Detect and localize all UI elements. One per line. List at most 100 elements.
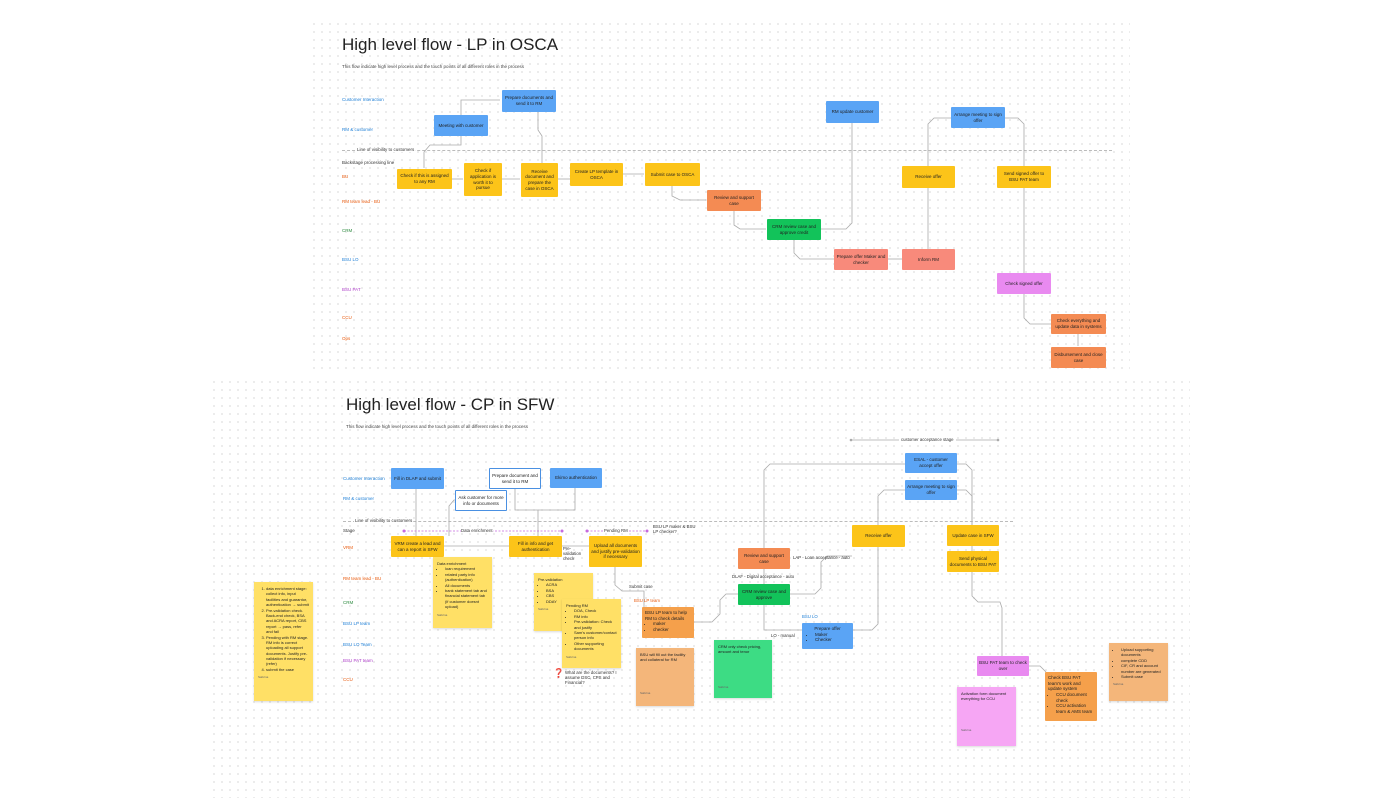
bottom-subtitle: This flow indicate high level process an… (346, 424, 529, 429)
question-icon: ❓ (553, 668, 565, 678)
node-fill-info[interactable]: Fill in info and get authentication (509, 536, 562, 557)
sticky-pending-rm[interactable]: Pending RM DOA, Check RM info Pre-valida… (562, 599, 621, 668)
pre-validation-title: Pre-validation (538, 577, 563, 582)
sticky-author: Sabrina (566, 654, 577, 659)
node-vrm-create-lead[interactable]: VRM create a lead and can a report in SF… (391, 536, 444, 557)
lane-rm-customer: RM & customer (342, 127, 374, 132)
check-bsu-pat-item: CCU activation team & AMS team (1056, 703, 1094, 714)
data-enrichment-item: All documents (445, 583, 488, 588)
node-inform-rm[interactable]: Inform RM (902, 249, 955, 270)
node-crm-review-2[interactable]: CRM review case and approve (738, 584, 790, 605)
node-rm-update-customer[interactable]: RM update customer (826, 101, 879, 123)
node-receive-offer-2[interactable]: Receive offer (852, 525, 905, 547)
sticky-author: Sabrina (538, 606, 549, 611)
node-update-case[interactable]: Update case in SFW (947, 525, 999, 546)
label-bsu-lo: BSU LO (802, 614, 818, 619)
node-arrange-meeting-2[interactable]: Arrange meeting to sign offer (905, 480, 957, 500)
lane-bsu-lo-2: BSU LO Team (343, 642, 372, 647)
lane-crm-2: CRM (343, 600, 354, 605)
pending-rm-item: Sam's customer/contact person info (574, 630, 617, 641)
pre-validation-item: CBS (546, 593, 589, 598)
pending-rm-item: Other supporting documents (574, 641, 617, 652)
node-meeting-customer[interactable]: Meeting with customer (434, 115, 488, 136)
node-fill-dlap[interactable]: Fill in DLAP and submit (391, 468, 444, 489)
node-check-signed-offer[interactable]: Check signed offer (997, 273, 1051, 294)
label-submit-case: Submit case (629, 584, 653, 589)
lane-ops: Ops (342, 336, 351, 341)
right-note-item: complete CDD (1121, 658, 1164, 663)
lane-customer-interaction-2: Customer Interaction (343, 476, 385, 481)
node-upload-documents[interactable]: Upload all documents and justify pre-val… (589, 536, 642, 567)
lane-bsu-pat: BSU PAT (342, 287, 361, 292)
sticky-author: Sabrina (437, 612, 448, 617)
node-send-signed-offer[interactable]: Send signed offer to BSU PAT team (997, 166, 1051, 188)
lane-ccu: CCU (342, 315, 352, 320)
label-lap: LAP - Loan acceptance - auto (793, 555, 850, 560)
activation-text: Activation form document everything for … (961, 691, 1007, 702)
node-receive-document[interactable]: Receive document and prepare the case in… (521, 163, 558, 197)
data-enrichment-item: loan requirement (445, 566, 488, 571)
node-prepare-offer[interactable]: Prepare offer Maker and checker (834, 249, 888, 270)
check-bsu-pat-text: Check BSU PAT team's work and update sys… (1048, 675, 1081, 692)
node-send-physical[interactable]: Send physical documents to BSU PAT (947, 551, 999, 572)
right-note-item: Upload supporting documents (1121, 647, 1164, 658)
lane-crm: CRM (342, 228, 353, 233)
lane-rm-team-lead-2: RM team lead - BU (343, 576, 382, 581)
sticky-activation[interactable]: Activation form document everything for … (957, 687, 1016, 746)
node-crm-review[interactable]: CRM review case and approve credit (767, 219, 821, 240)
data-enrichment-item: bank statement tab and financial stateme… (445, 588, 488, 610)
node-ask-customer[interactable]: Ask customer for more info or documents (455, 490, 507, 511)
node-ekimo-auth[interactable]: Ekimo authentication (550, 468, 602, 488)
left-note-item: Pre-validation check. Back-end check, BS… (266, 608, 309, 635)
bsu-lp-help-text: BSU LP team to help RM to check details (645, 610, 687, 621)
crm-note-text: CRM only check pricing, amount and tenor (718, 644, 762, 655)
node-submit-case[interactable]: Submit case to OSCA (645, 163, 700, 186)
lane-backstage: Backstage processing line (342, 160, 395, 165)
node-prepare-offer-2[interactable]: Prepare offer Maker Checker (802, 623, 853, 649)
node-esal[interactable]: ESAL - customer accept offer (905, 453, 957, 473)
left-note-item: Pending with RM stage. RM info is correc… (266, 635, 309, 667)
pre-validation-item: BSA (546, 588, 589, 593)
node-prepare-document[interactable]: Prepare document and send it to RM (489, 468, 541, 489)
node-bsu-lp-help[interactable]: BSU LP team to help RM to check details … (642, 607, 694, 638)
lane-bsu-lp: BSU LP team (343, 621, 371, 626)
sticky-right-note[interactable]: Upload supporting documents complete CDD… (1109, 643, 1168, 701)
lane-rm-customer-2: RM & customer (343, 496, 375, 501)
prepare-offer-item: Checker (815, 637, 848, 643)
bsu-lp-help-item: maker (653, 621, 691, 627)
pending-rm-item: RM info (574, 614, 617, 619)
pre-validation-item: ACRA (546, 582, 589, 587)
bsu-fill-text: BSU will fill out the facility and colla… (640, 652, 686, 663)
right-note-item: CIF, CR and account number are generated (1121, 663, 1164, 674)
top-subtitle: This flow indicate high level process an… (342, 64, 525, 69)
left-note-item: data enrichment stage: collect info, inp… (266, 586, 309, 608)
node-create-lp-template[interactable]: Create LP template in OSCA (570, 163, 623, 186)
node-disbursement[interactable]: Disbursement and close case (1051, 347, 1106, 368)
data-enrichment-title: Data enrichment (437, 561, 467, 566)
bottom-title: High level flow - CP in SFW (346, 395, 555, 414)
node-check-rm[interactable]: Check if this is assigned to any RM (397, 169, 452, 189)
node-check-everything[interactable]: Check everything and update data in syst… (1051, 314, 1106, 334)
pending-rm-item: DOA, Check (574, 608, 617, 613)
lane-bsu-pat-2: BSU PAT team (343, 658, 373, 663)
sticky-crm-note[interactable]: CRM only check pricing, amount and tenor… (714, 640, 772, 698)
bsu-lp-help-item: checker (653, 627, 691, 633)
node-arrange-meeting[interactable]: Arrange meeting to sign offer (951, 107, 1005, 128)
sticky-author: Sabrina (961, 727, 972, 732)
node-review-support[interactable]: Review and support case (707, 190, 761, 211)
label-bsu-lp-team: BSU LP team (634, 598, 660, 603)
sticky-data-enrichment[interactable]: Data enrichment loan requirement related… (433, 557, 492, 628)
node-prepare-documents[interactable]: Prepare documents and send it to RM (502, 90, 556, 112)
sticky-left-note[interactable]: data enrichment stage: collect info, inp… (254, 582, 313, 701)
lane-vrm: VRM (343, 545, 353, 550)
top-title: High level flow - LP in OSCA (342, 35, 559, 54)
sticky-bsu-fill[interactable]: BSU will fill out the facility and colla… (636, 648, 694, 706)
node-review-support-2[interactable]: Review and support case (738, 548, 790, 569)
node-check-bsu-pat[interactable]: Check BSU PAT team's work and update sys… (1045, 672, 1097, 721)
visibility-line-2 (343, 521, 1013, 522)
node-check-application[interactable]: Check if application is worth it to purs… (464, 163, 502, 196)
pre-validation-item: DDAY (546, 599, 589, 604)
node-bsu-pat-check[interactable]: BSU PAT team to check over (977, 656, 1029, 676)
node-receive-offer[interactable]: Receive offer (902, 166, 955, 188)
